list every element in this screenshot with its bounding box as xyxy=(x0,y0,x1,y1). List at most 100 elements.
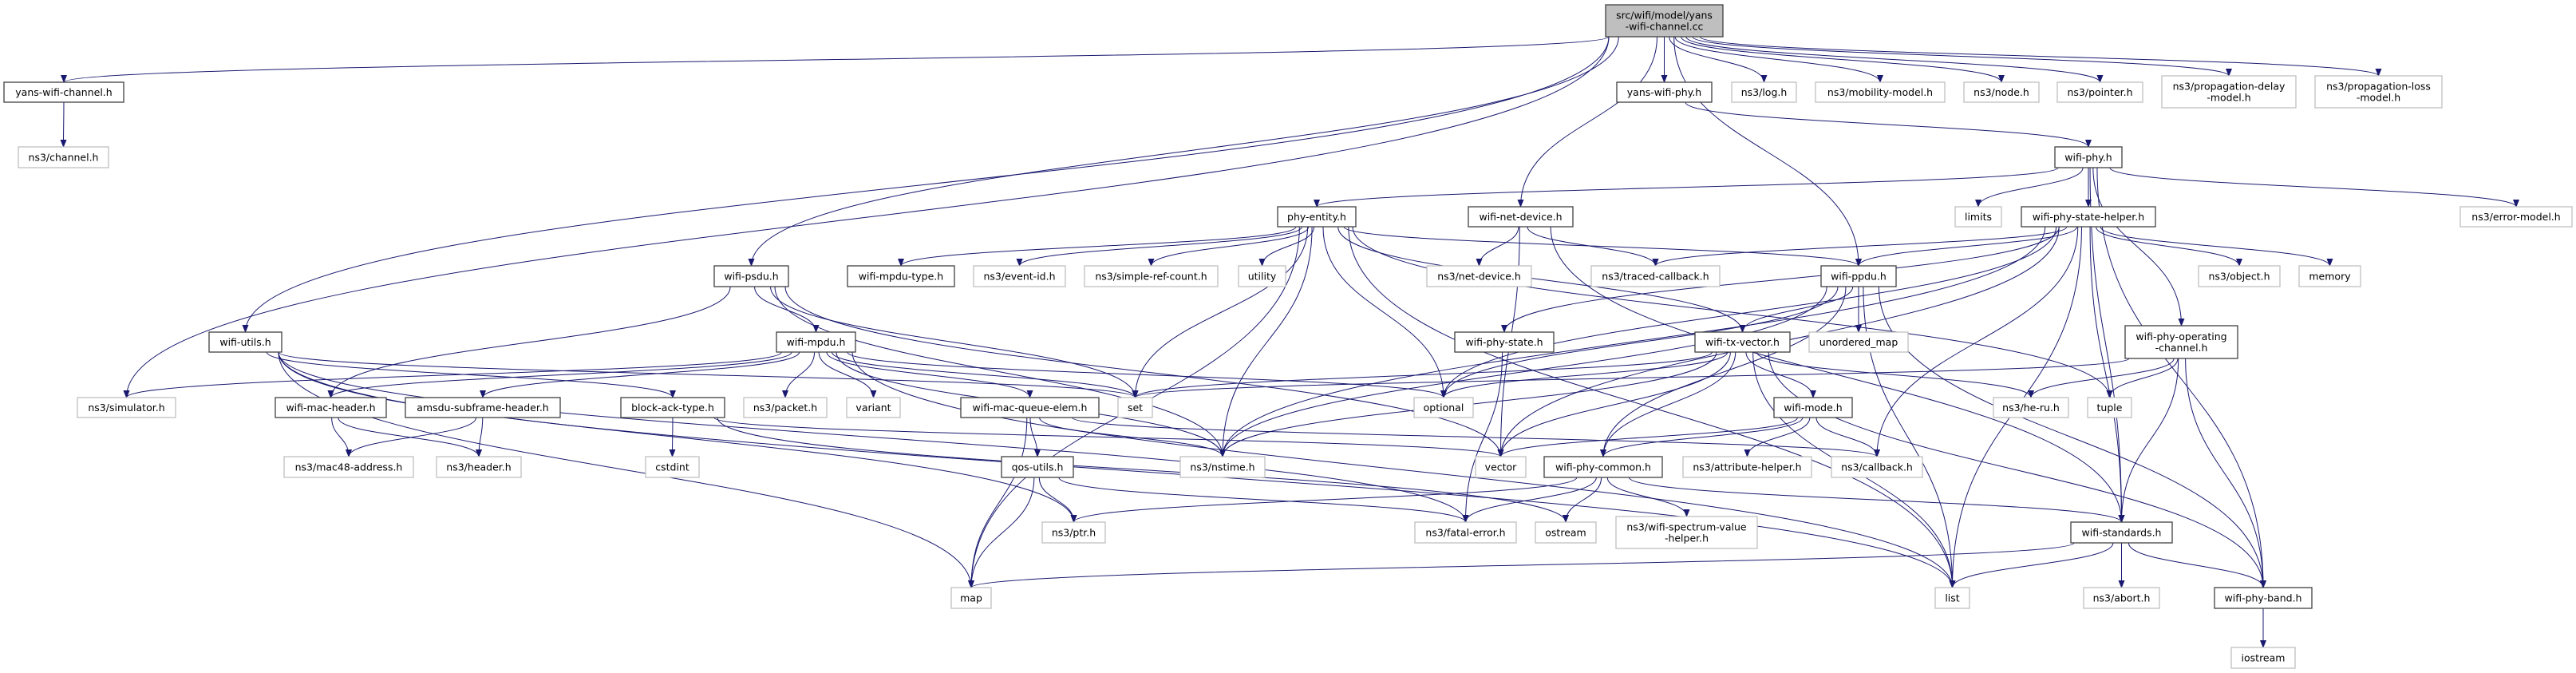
node-box xyxy=(1831,456,1923,478)
node-wifi-phy-operating-channel[interactable]: wifi-phy-operating-channel.h xyxy=(2124,325,2238,359)
edge-wifi-phy-operating-channel-to-he-ru xyxy=(2028,358,2175,398)
node-attribute-helper: ns3/attribute-helper.h xyxy=(1682,456,1812,478)
node-box xyxy=(208,331,282,353)
node-label: yans-wifi-channel.h xyxy=(15,86,112,98)
edge-wifi-phy-state-helper-to-traced-callback xyxy=(1652,226,2068,267)
edge-amsdu-subframe-header-to-mac48 xyxy=(346,417,477,457)
node-box xyxy=(1773,397,1853,418)
node-pointer: ns3/pointer.h xyxy=(2056,81,2143,103)
edge-wifi-tx-vector-to-he-ru xyxy=(1756,351,2034,398)
node-box xyxy=(1535,521,1597,544)
edge-root-to-wifi-net-device xyxy=(1517,36,1657,208)
node-label: ns3/wifi-spectrum-value xyxy=(1626,521,1746,533)
edge-wifi-utils-to-ptr xyxy=(278,351,1077,523)
node-label: ns3/simple-ref-count.h xyxy=(1095,271,1207,283)
node-root[interactable]: src/wifi/model/yans-wifi-channel.cc xyxy=(1605,4,1724,38)
node-label: ns3/attribute-helper.h xyxy=(1693,461,1801,473)
edge-wifi-mac-header-to-mac48 xyxy=(331,417,352,457)
node-box xyxy=(2124,325,2238,359)
node-wifi-phy[interactable]: wifi-phy.h xyxy=(2054,146,2123,168)
node-cstdint: cstdint xyxy=(645,456,700,478)
node-label: map xyxy=(960,592,982,604)
edge-wifi-tx-vector-to-wifi-phy-common xyxy=(1600,351,1736,457)
node-label: wifi-mpdu.h xyxy=(787,336,846,348)
node-wifi-mpdu-type[interactable]: wifi-mpdu-type.h xyxy=(847,265,955,287)
node-wifi-tx-vector[interactable]: wifi-tx-vector.h xyxy=(1694,331,1791,353)
node-label: memory xyxy=(2309,271,2351,283)
node-label: ns3/propagation-loss xyxy=(2326,81,2431,93)
node-yans-wifi-phy[interactable]: yans-wifi-phy.h xyxy=(1616,81,1713,103)
node-box xyxy=(2054,146,2123,168)
node-ptr: ns3/ptr.h xyxy=(1041,521,1106,544)
node-box xyxy=(2070,521,2173,544)
node-wifi-ppdu[interactable]: wifi-ppdu.h xyxy=(1820,265,1897,287)
node-label: wifi-mac-header.h xyxy=(286,402,375,414)
edge-wifi-mpdu-to-optional xyxy=(847,351,1447,398)
edge-wifi-utils-to-set xyxy=(278,351,1139,398)
edge-wifi-phy-state-helper-to-object xyxy=(2095,226,2242,267)
edge-wifi-utils-to-block-ack-type xyxy=(266,351,676,398)
node-box xyxy=(2214,587,2313,609)
node-box xyxy=(1001,456,1074,478)
node-box xyxy=(1820,265,1897,287)
node-wifi-phy-state[interactable]: wifi-phy-state.h xyxy=(1454,331,1555,353)
node-ostream: ostream xyxy=(1535,521,1597,544)
node-wifi-utils[interactable]: wifi-utils.h xyxy=(208,331,282,353)
edge-phy-entity-to-nstime xyxy=(1219,226,1313,457)
node-block-ack-type[interactable]: block-ack-type.h xyxy=(620,397,725,418)
node-wifi-net-device[interactable]: wifi-net-device.h xyxy=(1468,206,1574,228)
edge-wifi-mac-queue-elem-to-qos-utils xyxy=(1029,417,1041,457)
node-box xyxy=(1605,4,1724,38)
node-box xyxy=(1454,331,1555,353)
edge-root-to-pointer xyxy=(1685,36,2104,83)
node-iostream: iostream xyxy=(2230,647,2296,669)
edge-wifi-mpdu-to-simulator xyxy=(123,351,782,398)
node-wifi-mac-header[interactable]: wifi-mac-header.h xyxy=(275,397,387,418)
node-yans-wifi-channel[interactable]: yans-wifi-channel.h xyxy=(3,81,124,103)
node-wifi-phy-state-helper[interactable]: wifi-phy-state-helper.h xyxy=(2021,206,2156,228)
edge-wifi-phy-common-to-ptr xyxy=(1070,477,1578,523)
node-box xyxy=(405,397,561,418)
edge-root-to-prop-delay xyxy=(1692,36,2232,77)
node-wifi-standards[interactable]: wifi-standards.h xyxy=(2070,521,2173,544)
node-unordered-map: unordered_map xyxy=(1808,331,1909,353)
node-wifi-mode[interactable]: wifi-mode.h xyxy=(1773,397,1853,418)
node-box xyxy=(1590,265,1721,287)
node-label: ostream xyxy=(1545,527,1586,539)
node-box xyxy=(2298,265,2361,287)
edge-wifi-net-device-to-wifi-standards xyxy=(1550,226,2125,523)
edge-phy-entity-to-wifi-tx-vector xyxy=(1337,226,1746,333)
node-label: ns3/pointer.h xyxy=(2067,86,2132,98)
node-log: ns3/log.h xyxy=(1731,81,1797,103)
node-net-device: ns3/net-device.h xyxy=(1426,265,1532,287)
node-label: -model.h xyxy=(2357,92,2400,104)
node-amsdu-subframe-header[interactable]: amsdu-subframe-header.h xyxy=(405,397,561,418)
edge-wifi-mpdu-to-packet xyxy=(782,351,816,398)
edge-block-ack-type-to-vector xyxy=(713,417,1504,457)
edge-wifi-phy-to-wifi-phy-band xyxy=(2096,167,2266,588)
node-box xyxy=(713,265,789,287)
node-simple-ref-count: ns3/simple-ref-count.h xyxy=(1084,265,1219,287)
node-phy-entity[interactable]: phy-entity.h xyxy=(1277,206,1357,228)
node-label: -helper.h xyxy=(1665,532,1709,544)
edge-wifi-mpdu-to-wifi-mac-header xyxy=(327,351,792,398)
node-header: ns3/header.h xyxy=(436,456,522,478)
node-wifi-mac-queue-elem[interactable]: wifi-mac-queue-elem.h xyxy=(960,397,1100,418)
node-qos-utils[interactable]: qos-utils.h xyxy=(1001,456,1074,478)
node-box xyxy=(645,456,700,478)
node-label: ns3/node.h xyxy=(1973,86,2029,98)
edge-wifi-ppdu-to-wifi-phy-common xyxy=(1600,286,1847,457)
node-box xyxy=(2161,75,2297,109)
node-wifi-psdu[interactable]: wifi-psdu.h xyxy=(713,265,789,287)
node-wifi-mpdu[interactable]: wifi-mpdu.h xyxy=(776,331,856,353)
edge-root-to-wifi-ppdu xyxy=(1673,36,1862,267)
edge-wifi-phy-to-error-model xyxy=(2109,167,2519,208)
node-label: ns3/mac48-address.h xyxy=(295,461,403,473)
edge-wifi-psdu-to-nstime xyxy=(774,286,1226,457)
edge-wifi-ppdu-to-nstime xyxy=(1219,286,1827,457)
node-label: utility xyxy=(1248,271,1277,283)
node-wifi-phy-band[interactable]: wifi-phy-band.h xyxy=(2214,587,2313,609)
node-box xyxy=(1277,206,1357,228)
node-box xyxy=(2056,81,2143,103)
node-wifi-phy-common[interactable]: wifi-phy-common.h xyxy=(1543,456,1663,478)
